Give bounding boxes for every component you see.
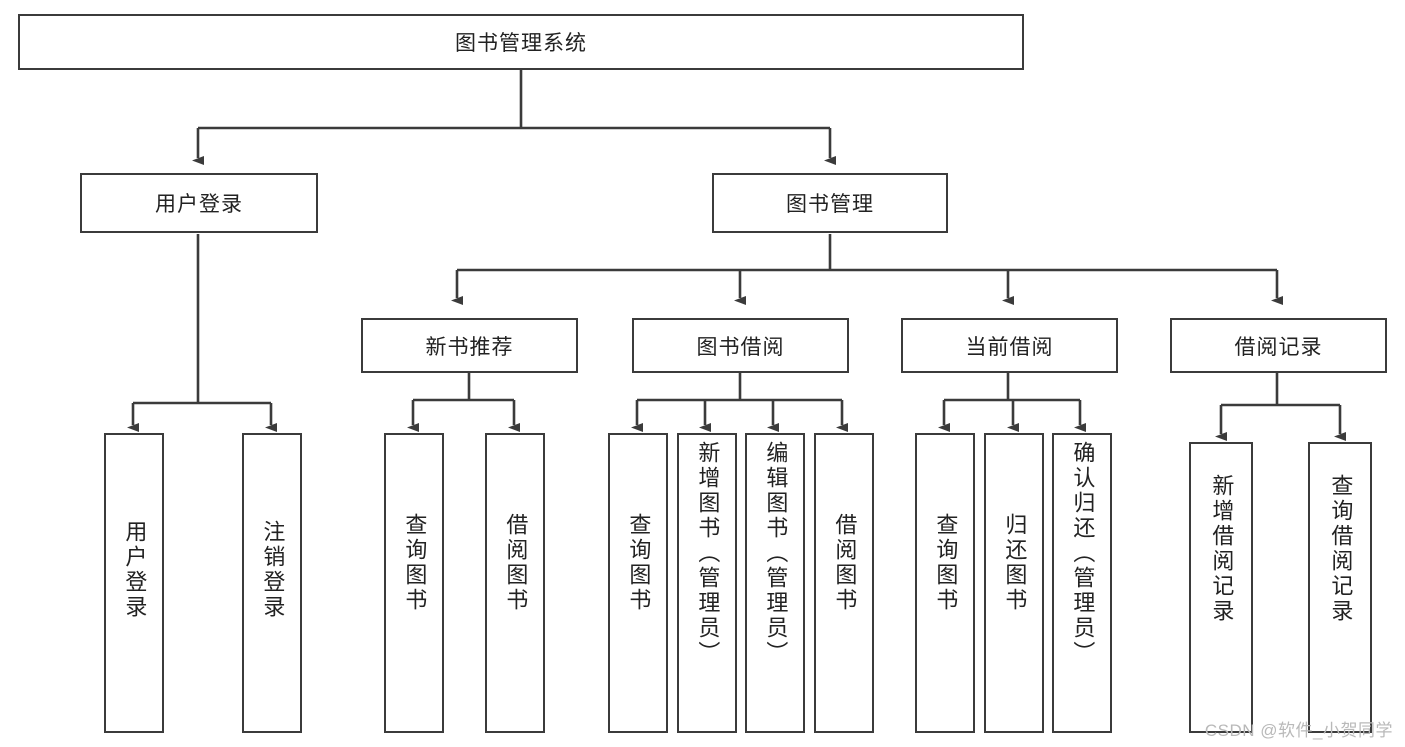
node-label: 查询图书 (933, 513, 959, 613)
node-label: 借阅记录 (1234, 335, 1323, 359)
node-label: 新增借阅记录 (1209, 474, 1235, 624)
node-label: 用户登录 (122, 520, 148, 620)
node-label: 用户登录 (155, 193, 243, 216)
leaf-borrow-add-book[interactable]: 新增图书（管理员） (677, 433, 737, 733)
node-book-management[interactable]: 图书管理 (712, 173, 948, 233)
leaf-borrow-borrow-book[interactable]: 借阅图书 (814, 433, 874, 733)
node-label: 注销登录 (260, 520, 286, 620)
node-new-book-recommend[interactable]: 新书推荐 (361, 318, 578, 373)
leaf-record-query-record[interactable]: 查询借阅记录 (1308, 442, 1372, 733)
leaf-borrow-edit-book[interactable]: 编辑图书（管理员） (745, 433, 805, 733)
leaf-recommend-query-book[interactable]: 查询图书 (384, 433, 444, 733)
leaf-user-login[interactable]: 用户登录 (104, 433, 164, 733)
node-label: 新书推荐 (425, 335, 514, 359)
node-label: 图书管理 (786, 193, 874, 216)
node-label: 查询图书 (402, 513, 428, 613)
leaf-user-logout[interactable]: 注销登录 (242, 433, 302, 733)
node-borrow-record[interactable]: 借阅记录 (1170, 318, 1387, 373)
leaf-record-add-record[interactable]: 新增借阅记录 (1189, 442, 1253, 733)
leaf-current-confirm-return[interactable]: 确认归还（管理员） (1052, 433, 1112, 733)
node-label: 新增图书（管理员） (695, 441, 721, 666)
node-label: 确认归还（管理员） (1070, 441, 1096, 666)
leaf-borrow-query-book[interactable]: 查询图书 (608, 433, 668, 733)
node-label: 编辑图书（管理员） (763, 441, 789, 666)
node-label: 查询借阅记录 (1328, 474, 1354, 624)
csdn-watermark: CSDN @软件_小贺同学 (1204, 721, 1393, 740)
leaf-recommend-borrow-book[interactable]: 借阅图书 (485, 433, 545, 733)
leaf-current-query-book[interactable]: 查询图书 (915, 433, 975, 733)
node-label: 当前借阅 (965, 335, 1054, 359)
leaf-current-return-book[interactable]: 归还图书 (984, 433, 1044, 733)
node-book-borrow[interactable]: 图书借阅 (632, 318, 849, 373)
node-label: 查询图书 (626, 513, 652, 613)
node-label: 图书借阅 (696, 335, 785, 359)
node-root-system[interactable]: 图书管理系统 (18, 14, 1024, 70)
node-user-login[interactable]: 用户登录 (80, 173, 318, 233)
node-label: 归还图书 (1002, 513, 1028, 613)
node-label: 图书管理系统 (455, 32, 587, 55)
node-label: 借阅图书 (832, 513, 858, 613)
node-label: 借阅图书 (503, 513, 529, 613)
node-current-borrow[interactable]: 当前借阅 (901, 318, 1118, 373)
